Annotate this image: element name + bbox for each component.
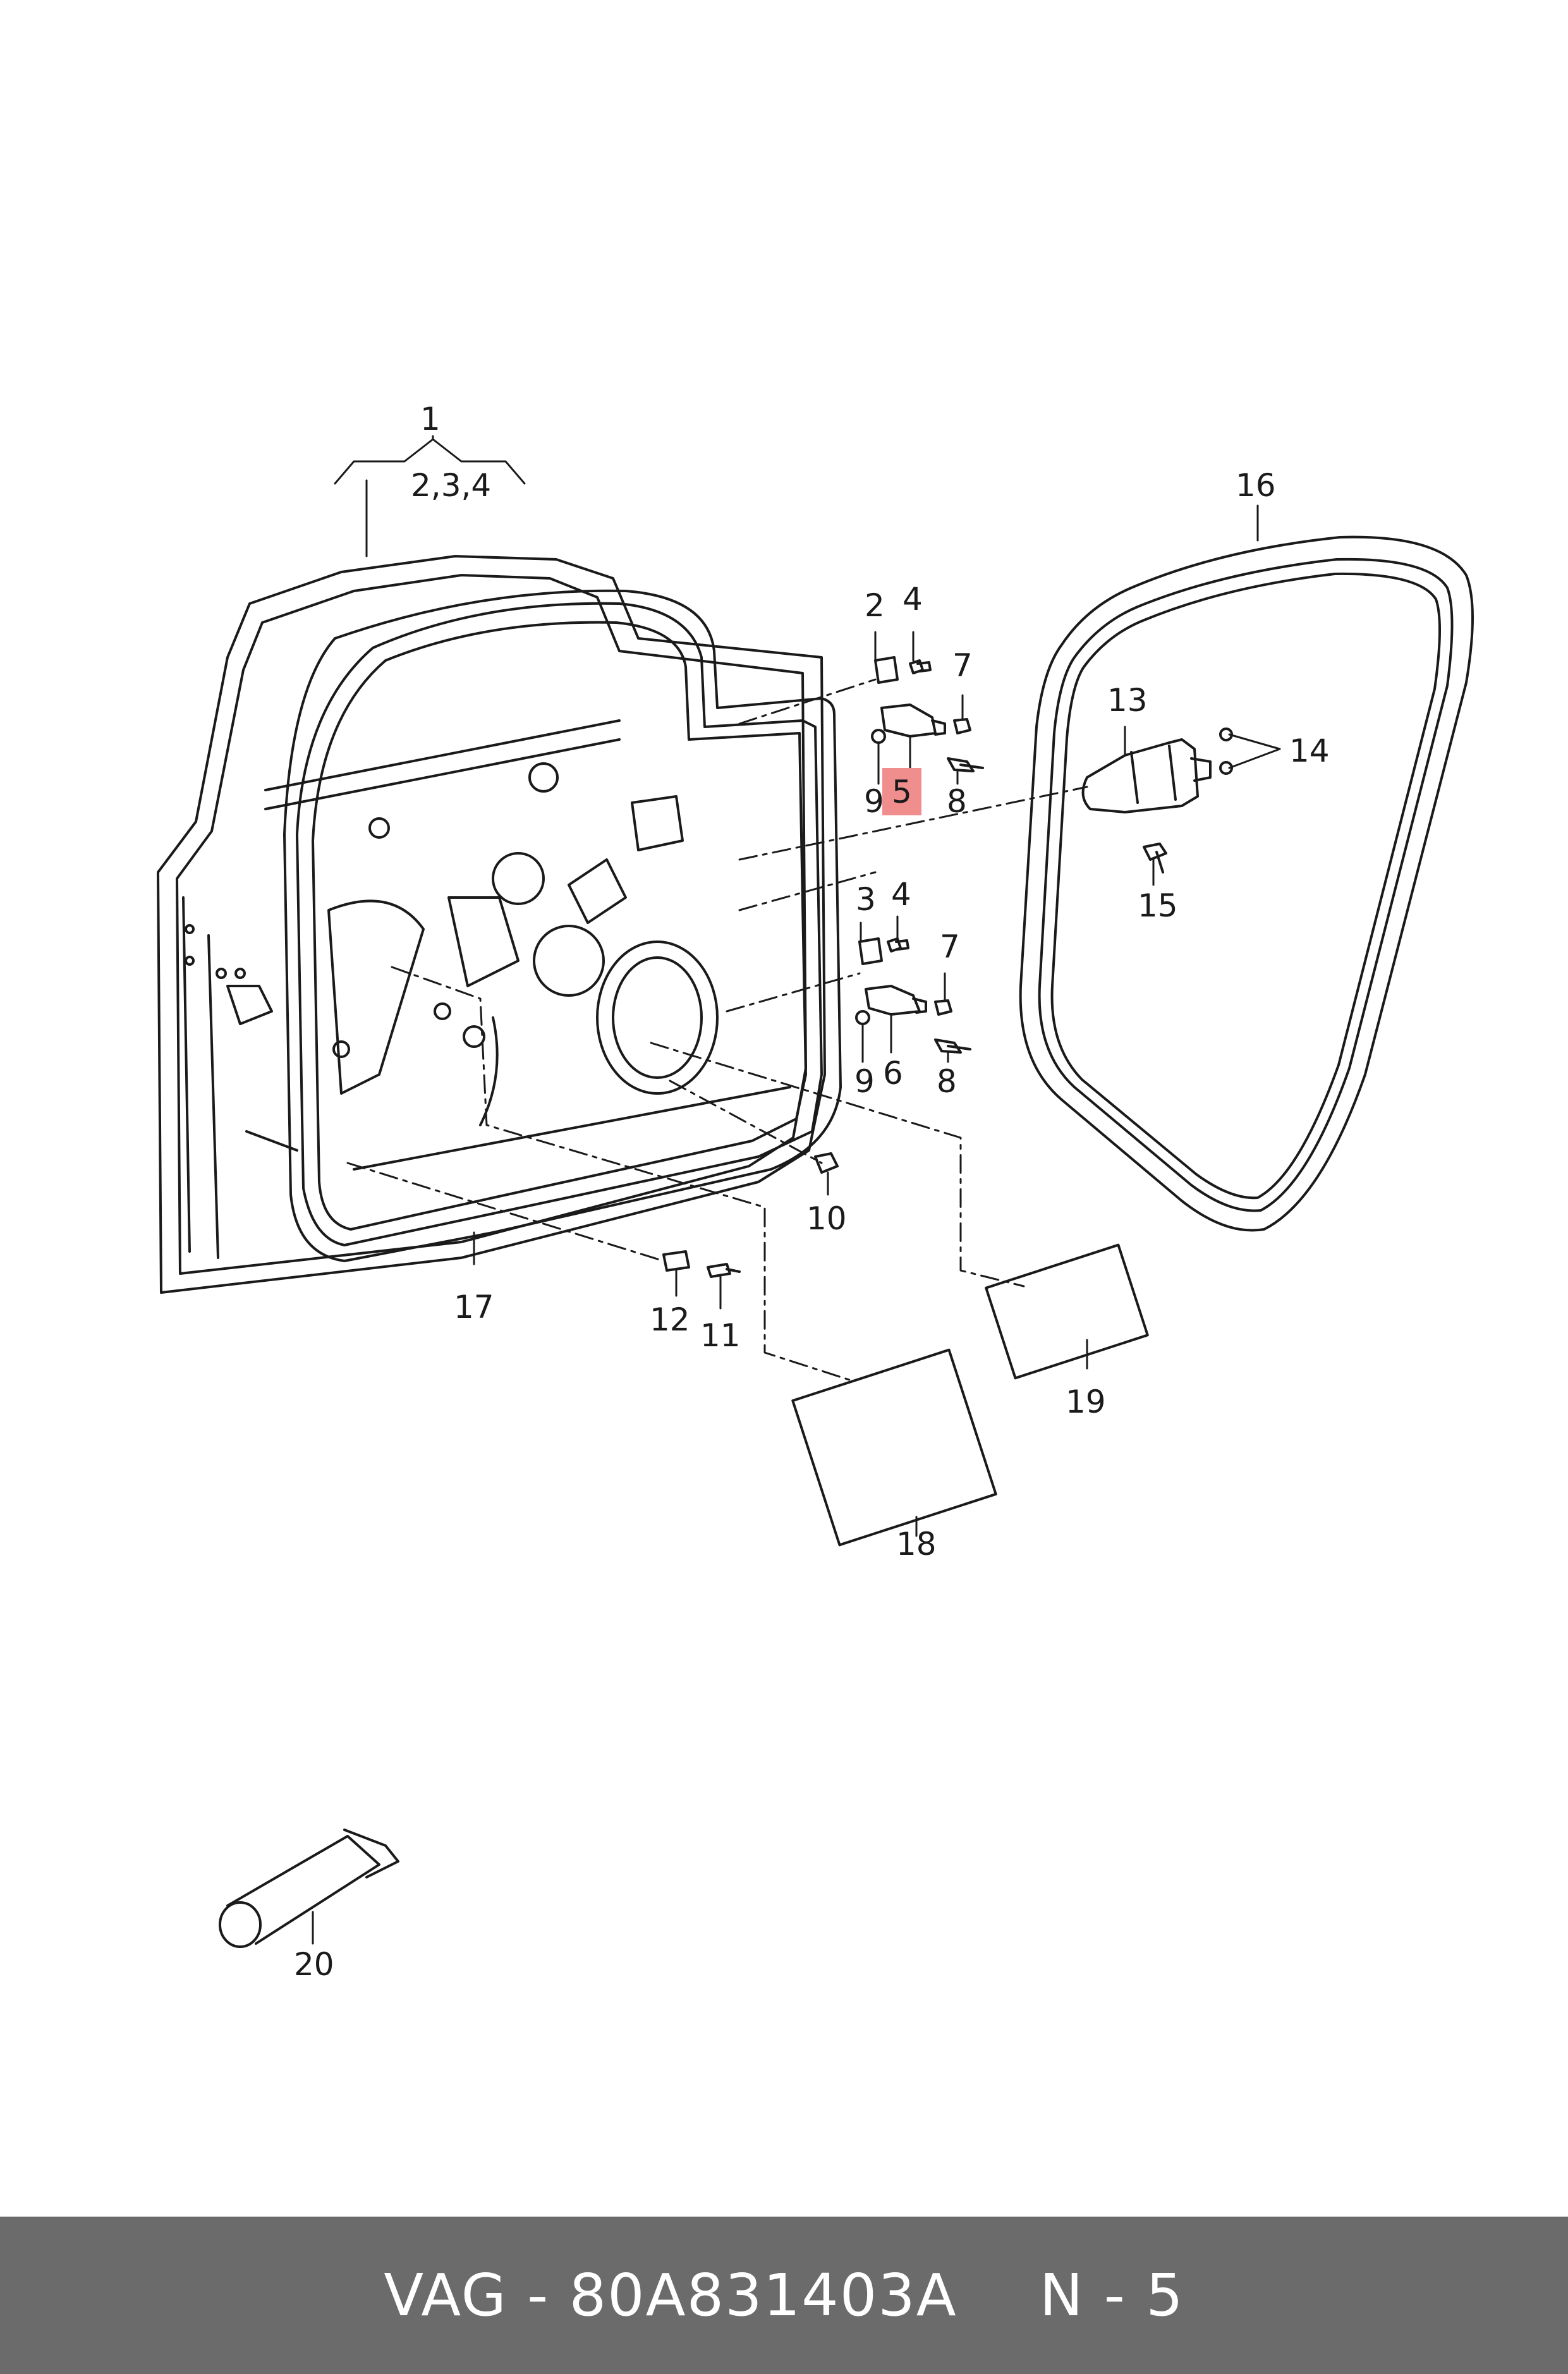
callout-4-upper: 4	[903, 581, 923, 618]
diagram-reference-text: N - 5	[1039, 2261, 1184, 2329]
sound-pad-19	[985, 1243, 1149, 1380]
callout-7-lower: 7	[940, 928, 960, 965]
callout-4-lower: 4	[891, 876, 911, 913]
callout-1: 1	[420, 401, 441, 437]
callout-12: 12	[650, 1301, 690, 1338]
window-seal-16	[1019, 535, 1474, 1232]
upper-hinge-parts	[871, 656, 984, 772]
callout-9-upper: 9	[864, 783, 884, 820]
callout-7-upper: 7	[952, 647, 973, 684]
callout-9-lower: 9	[854, 1063, 875, 1100]
callout-16: 16	[1236, 467, 1276, 504]
door-inner-panel	[296, 602, 823, 1246]
grease-tube-20	[219, 1829, 399, 1948]
callout-8-lower: 8	[937, 1063, 957, 1100]
callout-6: 6	[883, 1055, 903, 1092]
door-check-strap	[1081, 727, 1233, 874]
callout-2-3-4: 2,3,4	[411, 467, 491, 504]
exploded-door-diagram: 1 2,3,4 16 2 4 7 13 14 9 5 8 15 3 4 7 9 …	[157, 401, 1474, 1983]
callout-20: 20	[294, 1946, 334, 1983]
callout-11: 11	[700, 1317, 741, 1354]
fasteners-10-11-12	[662, 1152, 839, 1278]
callout-2: 2	[865, 587, 885, 624]
callout-3: 3	[856, 881, 876, 918]
callout-10: 10	[806, 1200, 847, 1237]
callout-13: 13	[1107, 682, 1148, 719]
callout-8-upper: 8	[947, 783, 967, 820]
callout-15: 15	[1138, 887, 1178, 924]
part-number-footer: VAG - 80A831403A N - 5	[0, 2217, 1568, 2374]
part-number-text: VAG - 80A831403A	[384, 2261, 957, 2329]
door-shell	[157, 555, 826, 1294]
callout-14: 14	[1289, 733, 1330, 769]
callout-5: 5	[892, 774, 912, 810]
highlight-callout-5	[882, 768, 921, 815]
sound-pad-18	[791, 1348, 997, 1547]
parts-diagram: 1 2,3,4 16 2 4 7 13 14 9 5 8 15 3 4 7 9 …	[157, 401, 1474, 1983]
callout-18: 18	[896, 1526, 937, 1562]
door-seal-17	[283, 589, 842, 1262]
callout-19: 19	[1066, 1384, 1106, 1420]
callout-17: 17	[454, 1289, 494, 1325]
